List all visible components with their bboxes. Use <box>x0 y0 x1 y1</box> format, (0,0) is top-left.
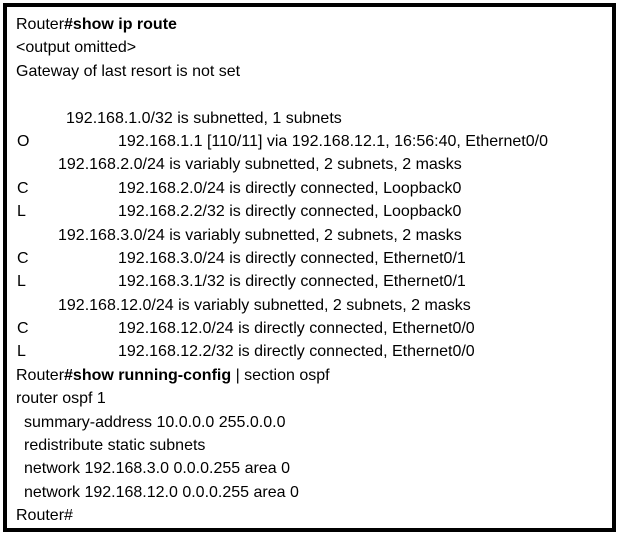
command-show-running-config: #show running-config <box>64 366 232 384</box>
subnet-header-line: 192.168.12.0/24 is variably subnetted, 2… <box>58 296 471 314</box>
router-prompt: Router <box>16 366 65 384</box>
route-code: C <box>17 179 29 197</box>
config-line-summary-address: summary-address 10.0.0.0 255.0.0.0 <box>24 413 286 431</box>
route-code: O <box>17 132 30 150</box>
subnet-header-line: 192.168.2.0/24 is variably subnetted, 2 … <box>58 156 462 174</box>
config-line-network-3: network 192.168.3.0 0.0.0.255 area 0 <box>24 460 290 478</box>
command-suffix-section-ospf: | section ospf <box>231 366 330 384</box>
route-code: C <box>17 249 29 267</box>
config-line-redistribute: redistribute static subnets <box>24 437 206 455</box>
subnet-header-line: 192.168.1.0/32 is subnetted, 1 subnets <box>66 109 342 127</box>
route-entry-line: C 192.168.3.0/24 is directly connected, E… <box>16 247 608 270</box>
route-entry-line: O 192.168.1.1 [110/11] via 192.168.12.1, … <box>16 130 608 153</box>
route-code: C <box>17 320 29 338</box>
route-entry-line: L 192.168.12.2/32 is directly connected, … <box>16 340 608 363</box>
final-prompt-line: Router# <box>16 507 73 525</box>
route-code: L <box>17 203 26 221</box>
output-omitted-line: <output omitted> <box>16 39 137 57</box>
command-line-show-running-config: Router#show running-config | section osp… <box>16 364 608 387</box>
route-code: L <box>17 343 26 361</box>
route-text: 192.168.2.0/24 is directly connected, Lo… <box>118 179 462 197</box>
subnet-header-line: 192.168.3.0/24 is variably subnetted, 2 … <box>58 226 462 244</box>
command-show-ip-route: #show ip route <box>64 16 177 33</box>
route-entry-line: C 192.168.2.0/24 is directly connected, L… <box>16 177 608 200</box>
blank-line <box>16 83 608 106</box>
route-text: 192.168.3.1/32 is directly connected, Et… <box>118 273 466 291</box>
route-text: 192.168.1.1 [110/11] via 192.168.12.1, 1… <box>118 132 548 150</box>
router-prompt: Router <box>16 16 65 33</box>
config-line-router-ospf: router ospf 1 <box>16 390 106 408</box>
route-entry-line: L 192.168.3.1/32 is directly connected, E… <box>16 270 608 293</box>
route-text: 192.168.12.0/24 is directly connected, E… <box>118 320 475 338</box>
route-code: L <box>17 273 26 291</box>
route-text: 192.168.2.2/32 is directly connected, Lo… <box>118 203 462 221</box>
command-line-show-ip-route: Router#show ip route <box>16 13 608 36</box>
config-line-network-12: network 192.168.12.0 0.0.0.255 area 0 <box>24 483 299 501</box>
route-text: 192.168.3.0/24 is directly connected, Et… <box>118 249 466 267</box>
route-entry-line: C 192.168.12.0/24 is directly connected, … <box>16 317 608 340</box>
terminal-output-box: Router#show ip route <output omitted> Ga… <box>3 3 616 532</box>
route-entry-line: L 192.168.2.2/32 is directly connected, L… <box>16 200 608 223</box>
route-text: 192.168.12.2/32 is directly connected, E… <box>118 343 475 361</box>
gateway-line: Gateway of last resort is not set <box>16 62 241 80</box>
